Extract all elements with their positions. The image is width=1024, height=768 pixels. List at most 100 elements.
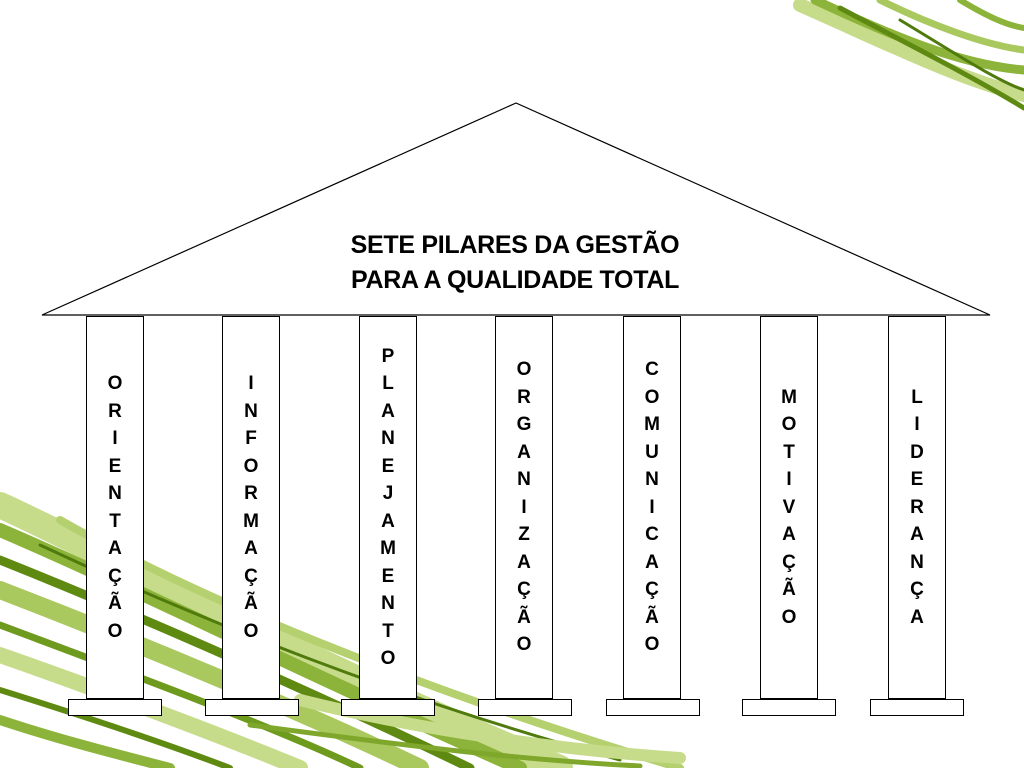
pillar-letter: E <box>381 565 395 587</box>
pillar-letter: I <box>649 496 655 518</box>
pillar-letter: Ç <box>517 579 531 601</box>
pillar-base <box>68 699 162 716</box>
pillar-letter: Ç <box>782 551 796 573</box>
pillar-letter: N <box>244 400 258 422</box>
pillar-letter: N <box>381 593 395 614</box>
pillar-letter: O <box>107 373 123 394</box>
pillar-letter: Ç <box>645 579 659 601</box>
pillar-letter: O <box>516 634 532 656</box>
pillar-letter: I <box>786 469 792 491</box>
pillar-letter: M <box>781 386 797 408</box>
pillar-letter: A <box>381 510 395 532</box>
pillar-letter: O <box>781 606 797 628</box>
top-right-grass-strokes <box>793 0 1024 111</box>
pillar-letter: E <box>108 455 122 477</box>
pillar-letter: N <box>910 551 924 573</box>
pillar-base <box>205 699 299 716</box>
pillar-letter: E <box>910 469 924 491</box>
pillar-letter: F <box>245 428 257 449</box>
pillar-letter: A <box>782 524 796 546</box>
pillar-letter: A <box>517 551 531 573</box>
pillar-letter: I <box>248 373 254 394</box>
pillar-letter: P <box>381 345 395 367</box>
pillar-letter: Ã <box>244 593 258 614</box>
pillar-letter: N <box>645 469 659 491</box>
pillar-letter: Ç <box>108 565 122 587</box>
pillar-letter: I <box>521 496 527 518</box>
pillar-base <box>870 699 964 716</box>
diagram-title: SETE PILARES DA GESTÃO PARA A QUALIDADE … <box>230 228 800 298</box>
pillar-letter: N <box>108 483 122 504</box>
pillar-letter: O <box>644 386 660 408</box>
pillar-letter: Ã <box>782 579 796 601</box>
pillar-letter: R <box>910 496 924 518</box>
pillar-base <box>478 699 572 716</box>
pillar-letter: R <box>108 400 122 422</box>
pillar-letter: O <box>107 620 123 642</box>
pillar-letter: O <box>380 648 396 669</box>
title-line-1: SETE PILARES DA GESTÃO <box>350 231 680 259</box>
pillar-letter: C <box>645 524 659 546</box>
pillar-letter: Ã <box>645 606 659 628</box>
pillar-letter: Ç <box>244 565 258 587</box>
pillar-letter: I <box>112 428 118 449</box>
pillar-letter: O <box>243 620 259 642</box>
pillar-letter: A <box>108 538 122 559</box>
pillar-letter: T <box>783 441 795 463</box>
pillar-letter: A <box>910 524 924 546</box>
pillar-letter: R <box>244 483 258 504</box>
pillar-letter: N <box>517 469 531 491</box>
pillar-letter: U <box>645 441 659 463</box>
pillar-base <box>606 699 700 716</box>
pillar-letter: O <box>243 455 259 477</box>
title-line-2: PARA A QUALIDADE TOTAL <box>350 266 680 294</box>
pillar-letter: D <box>910 441 924 463</box>
pillar-letter: M <box>644 414 660 436</box>
pillar-letter: A <box>517 441 531 463</box>
pillar-letter: M <box>243 510 259 532</box>
pillar-letter: A <box>244 538 258 559</box>
pillar-letter: C <box>645 359 659 381</box>
pillar-letter: A <box>645 551 659 573</box>
pillar-letter: L <box>911 386 923 408</box>
pillar-letter: J <box>382 483 394 504</box>
pillar-letter: Ã <box>517 606 531 628</box>
pillar-letter: I <box>914 414 920 436</box>
pillar-letter: O <box>516 359 532 381</box>
pillar-letter: T <box>109 510 121 532</box>
pillar-base <box>341 699 435 716</box>
pillar-letter: M <box>380 538 396 559</box>
pillar-letter: T <box>382 620 394 642</box>
bottom-left-grass-strokes <box>0 492 686 768</box>
pillar-letter: E <box>381 455 395 477</box>
pillar-base <box>742 699 836 716</box>
pillar-letter: L <box>382 373 394 394</box>
pillar-letter: Ã <box>108 593 122 614</box>
pillar-letter: N <box>381 428 395 449</box>
pillar-letter: O <box>781 414 797 436</box>
pillar-letter: O <box>644 634 660 656</box>
pillar-letter: Ç <box>910 579 924 601</box>
pillar-letter: A <box>910 606 924 628</box>
pillar-letter: V <box>782 496 796 518</box>
pillar-letter: Z <box>518 524 530 546</box>
pillar-letter: A <box>381 400 395 422</box>
temple-roof <box>41 102 991 316</box>
pillar-letter: G <box>516 414 532 436</box>
pillar-letter: R <box>517 386 531 408</box>
